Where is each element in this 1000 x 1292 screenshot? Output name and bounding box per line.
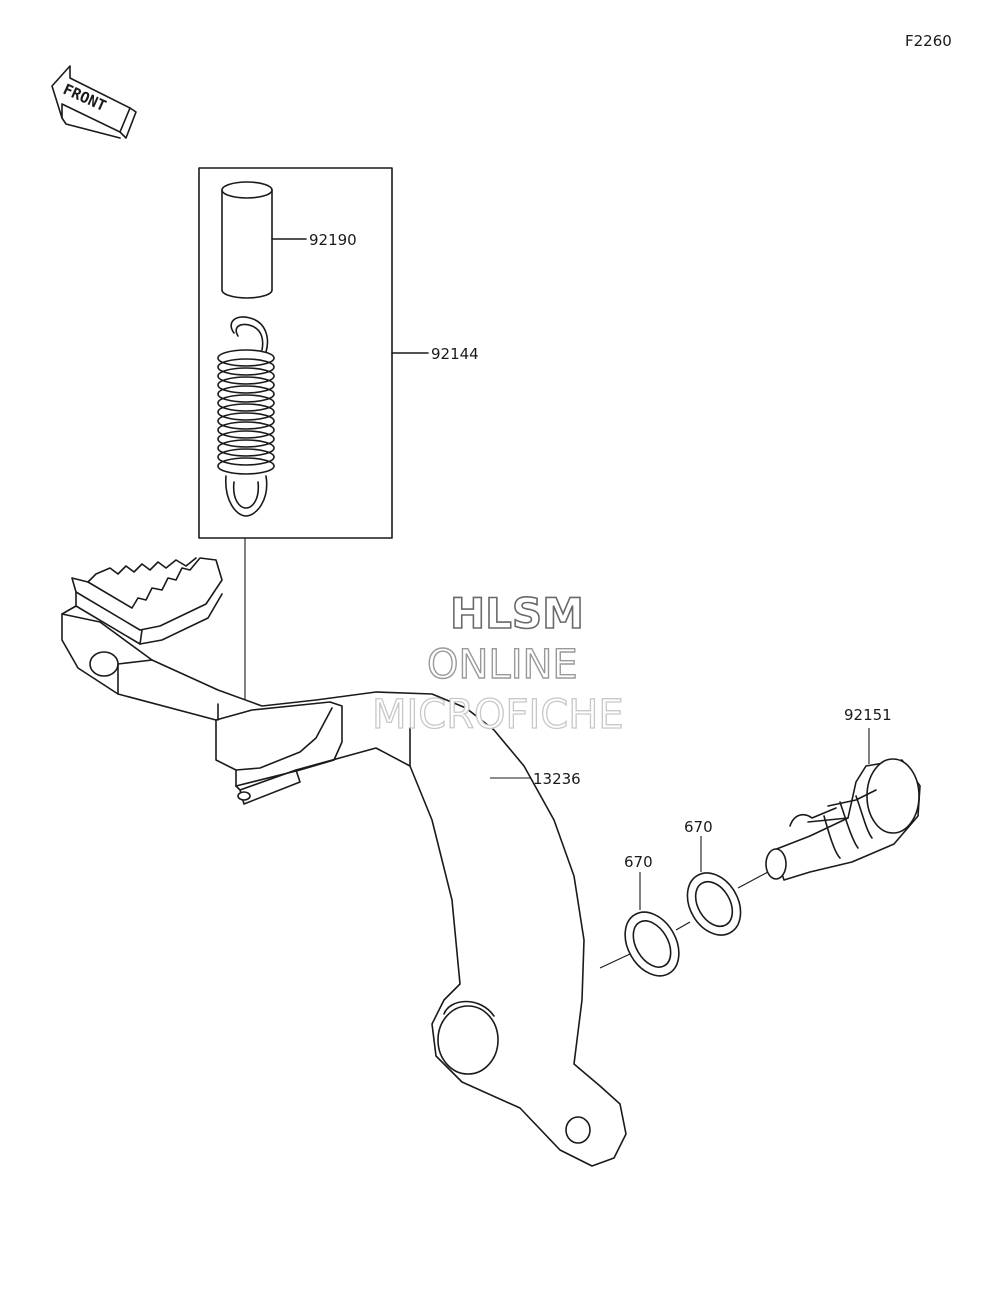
watermark-line-1: HLSM <box>450 589 584 638</box>
watermark: HLSM ONLINE MICROFICHE <box>371 588 624 738</box>
part-label-92190: 92190 <box>309 231 357 249</box>
part-label-670-a: 670 <box>624 853 653 871</box>
pivot-bolt <box>765 728 921 881</box>
part-label-92144: 92144 <box>431 345 479 363</box>
spring-assembly-box <box>198 167 429 539</box>
watermark-line-2: ONLINE <box>427 642 578 688</box>
figure-code: F2260 <box>905 32 952 50</box>
brake-pedal <box>61 557 627 1167</box>
collar-sleeve <box>221 181 307 299</box>
spring <box>217 316 275 517</box>
front-arrow-icon: FRONT <box>51 65 137 139</box>
part-label-13236: 13236 <box>533 770 581 788</box>
part-label-92151: 92151 <box>844 706 892 724</box>
o-ring <box>599 836 769 977</box>
part-label-670-b: 670 <box>684 818 713 836</box>
watermark-line-3: MICROFICHE <box>372 692 624 738</box>
